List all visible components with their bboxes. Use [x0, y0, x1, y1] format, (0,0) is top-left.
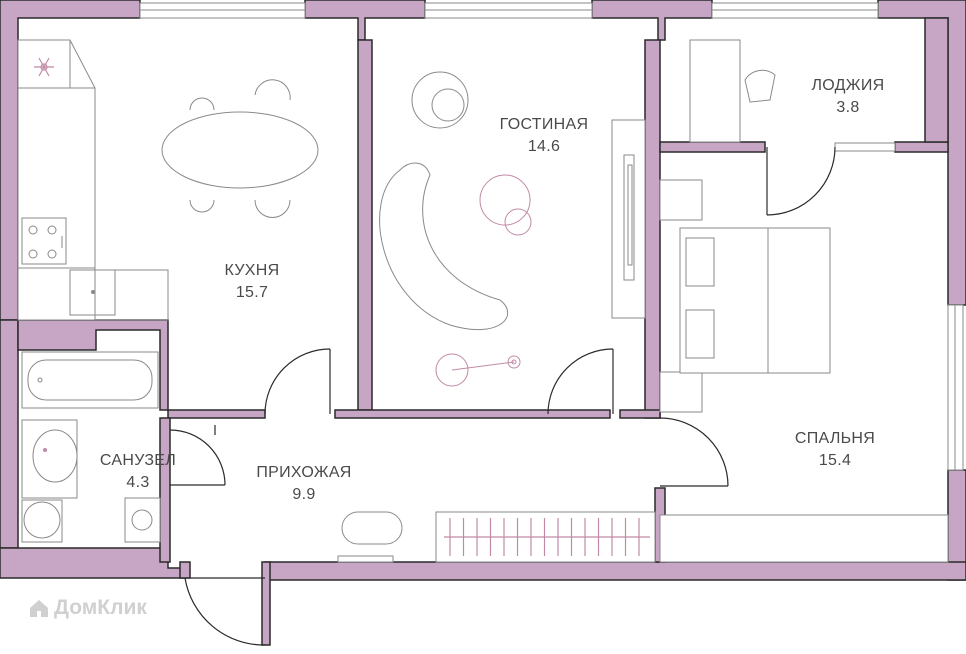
room-name: ЛОДЖИЯ: [811, 77, 885, 94]
room-area: 3.8: [836, 99, 860, 116]
chair-icon: [189, 79, 291, 218]
room-name: САНУЗЕЛ: [99, 452, 177, 469]
room-area: 14.6: [527, 138, 561, 155]
living-furniture: [379, 71, 646, 331]
snowflake-icon: [34, 57, 54, 77]
stove-icon: [21, 217, 67, 265]
room-living: ГОСТИНАЯ 14.6: [484, 114, 604, 158]
bedroom-furniture: [659, 179, 949, 563]
pouf-icon: [341, 511, 403, 545]
room-kitchen: КУХНЯ 15.7: [212, 260, 292, 304]
kitchen-furniture: [17, 39, 319, 321]
room-bedroom: СПАЛЬНЯ 15.4: [780, 428, 890, 472]
loggia-furniture: [689, 39, 776, 143]
dining-table: [161, 111, 319, 189]
room-area: 15.7: [235, 284, 269, 301]
room-name: ПРИХОЖАЯ: [256, 464, 352, 481]
room-name: СПАЛЬНЯ: [794, 430, 876, 447]
windows: [139, 2, 964, 471]
home-icon: [30, 600, 48, 617]
watermark: ДомКлик: [28, 596, 147, 620]
living-accent: [435, 174, 532, 387]
room-bathroom: САНУЗЕЛ 4.3: [88, 450, 188, 494]
bath-furniture: [21, 351, 161, 543]
doors: [169, 146, 836, 646]
watermark-text: ДомКлик: [54, 596, 147, 619]
hangers: [444, 518, 650, 556]
room-loggia: ЛОДЖИЯ 3.8: [800, 75, 896, 119]
room-name: ГОСТИНАЯ: [499, 116, 589, 133]
room-area: 15.4: [818, 452, 852, 469]
room-area: 4.3: [126, 474, 150, 491]
room-area: 9.9: [292, 486, 316, 503]
sofa-icon: [379, 162, 509, 331]
chair-icon: [744, 69, 776, 103]
room-name: КУХНЯ: [224, 262, 280, 279]
room-hallway: ПРИХОЖАЯ 9.9: [244, 462, 364, 506]
